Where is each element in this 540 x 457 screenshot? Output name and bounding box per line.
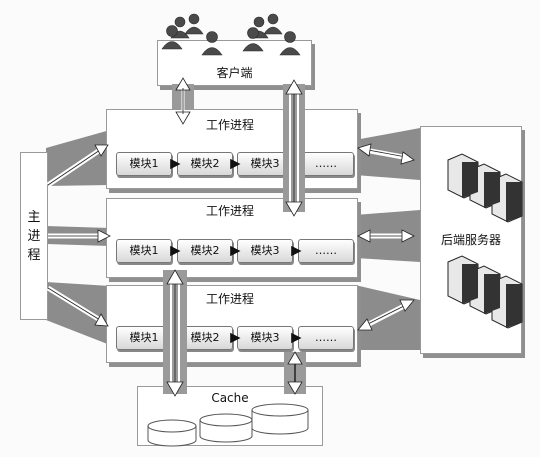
master-band-1 [46, 130, 110, 186]
master-process-box [20, 152, 48, 320]
worker-1-module-more: …… [298, 152, 354, 176]
worker-2-module-3: 模块3 [237, 239, 293, 263]
worker-process-2 [106, 198, 358, 278]
worker-3-module-1: 模块1 [116, 326, 172, 350]
worker-1-title: 工作进程 [205, 118, 254, 132]
server-icon [447, 153, 523, 329]
client-label: 客户端 [216, 66, 253, 80]
worker2-backend-arrow [357, 229, 415, 243]
database-icon [147, 403, 309, 447]
master-worker1-arrow [46, 144, 109, 188]
worker-cache-arrow [163, 269, 187, 397]
worker-2-module-more: …… [298, 239, 354, 263]
worker-2-title: 工作进程 [205, 204, 254, 218]
master-char-3: 程 [27, 248, 41, 263]
worker-1-module-2: 模块2 [177, 152, 233, 176]
master-worker3-arrow [46, 285, 109, 327]
worker-2-module-1: 模块1 [116, 239, 172, 263]
user-group-left-icon [161, 13, 223, 56]
worker3-backend-arrow [357, 299, 415, 331]
worker-1-module-1: 模块1 [116, 152, 172, 176]
worker3-cache-arrow [284, 351, 306, 395]
master-worker2-arrow [48, 229, 111, 243]
master-char-2: 进 [27, 229, 41, 244]
worker-process-3 [106, 285, 358, 363]
client-box [157, 40, 312, 86]
master-char-1: 主 [27, 210, 41, 225]
worker-3-module-3: 模块3 [237, 326, 293, 350]
worker-3-title: 工作进程 [205, 292, 254, 306]
backend-label: 后端服务器 [440, 233, 501, 247]
user-group-right-icon [242, 13, 301, 56]
worker1-backend-arrow [357, 143, 415, 165]
cache-label: Cache [211, 391, 249, 405]
worker-2-module-2: 模块2 [177, 239, 233, 263]
client-worker2-arrow [283, 79, 305, 217]
client-worker-arrow [172, 77, 194, 125]
